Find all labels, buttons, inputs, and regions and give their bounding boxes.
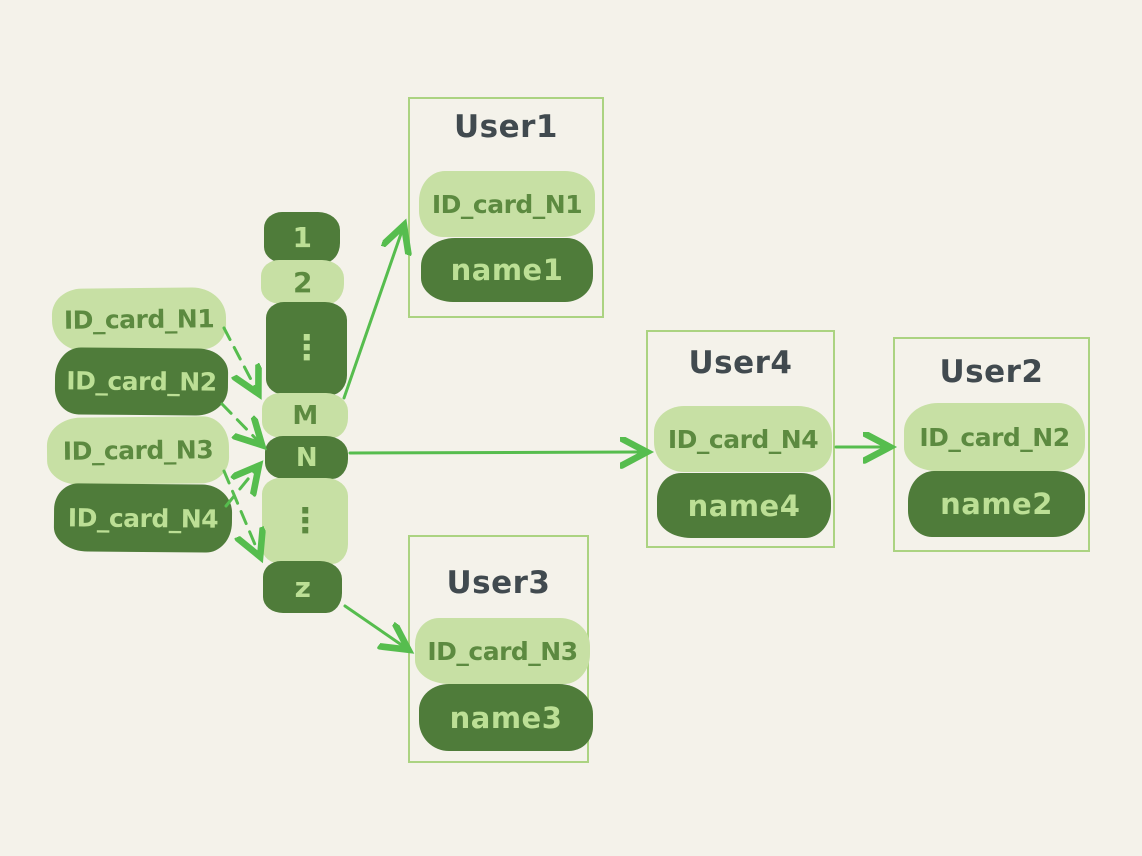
edge-bucket-z-to-user3 <box>343 604 406 648</box>
bucket-cell-2: 2 <box>261 260 344 304</box>
edge-bucket-m-to-user1 <box>342 228 403 400</box>
edge-idcard-n4-to-bucket-n <box>224 468 257 508</box>
user4-name-field: name4 <box>657 473 831 538</box>
user2-box: User2 ID_card_N2 name2 <box>893 337 1090 552</box>
user4-box: User4 ID_card_N4 name4 <box>646 330 835 548</box>
user1-name-field: name1 <box>421 238 593 302</box>
id-card-n4: ID_card_N4 <box>53 483 233 553</box>
id-card-n3: ID_card_N3 <box>46 416 230 485</box>
id-card-n1: ID_card_N1 <box>51 287 227 351</box>
user4-title: User4 <box>688 345 793 381</box>
user2-title: User2 <box>939 354 1044 390</box>
user1-box: User1 ID_card_N1 name1 <box>408 97 604 318</box>
user2-id-card-field: ID_card_N2 <box>904 403 1085 471</box>
bucket-cell-z: z <box>263 561 342 613</box>
user3-box: User3 ID_card_N3 name3 <box>408 535 593 763</box>
bucket-cell-m: M <box>262 393 348 438</box>
bucket-cell-n: N <box>265 436 348 479</box>
user1-id-card-field: ID_card_N1 <box>419 171 595 237</box>
bucket-cell-ellipsis-upper: ⋮ <box>266 302 347 395</box>
user4-id-card-field: ID_card_N4 <box>654 406 832 472</box>
edge-idcard-n1-to-bucket-m <box>222 326 257 391</box>
user3-name-field: name3 <box>419 684 593 751</box>
bucket-cell-ellipsis-lower: ⋮ <box>262 478 348 564</box>
user2-name-field: name2 <box>908 471 1085 537</box>
user1-title: User1 <box>453 109 558 145</box>
bucket-cell-1: 1 <box>264 212 340 263</box>
user3-title: User3 <box>446 565 551 601</box>
edge-bucket-n-to-user4 <box>348 452 644 453</box>
id-card-n2: ID_card_N2 <box>54 347 229 416</box>
user3-id-card-field: ID_card_N3 <box>415 618 590 684</box>
